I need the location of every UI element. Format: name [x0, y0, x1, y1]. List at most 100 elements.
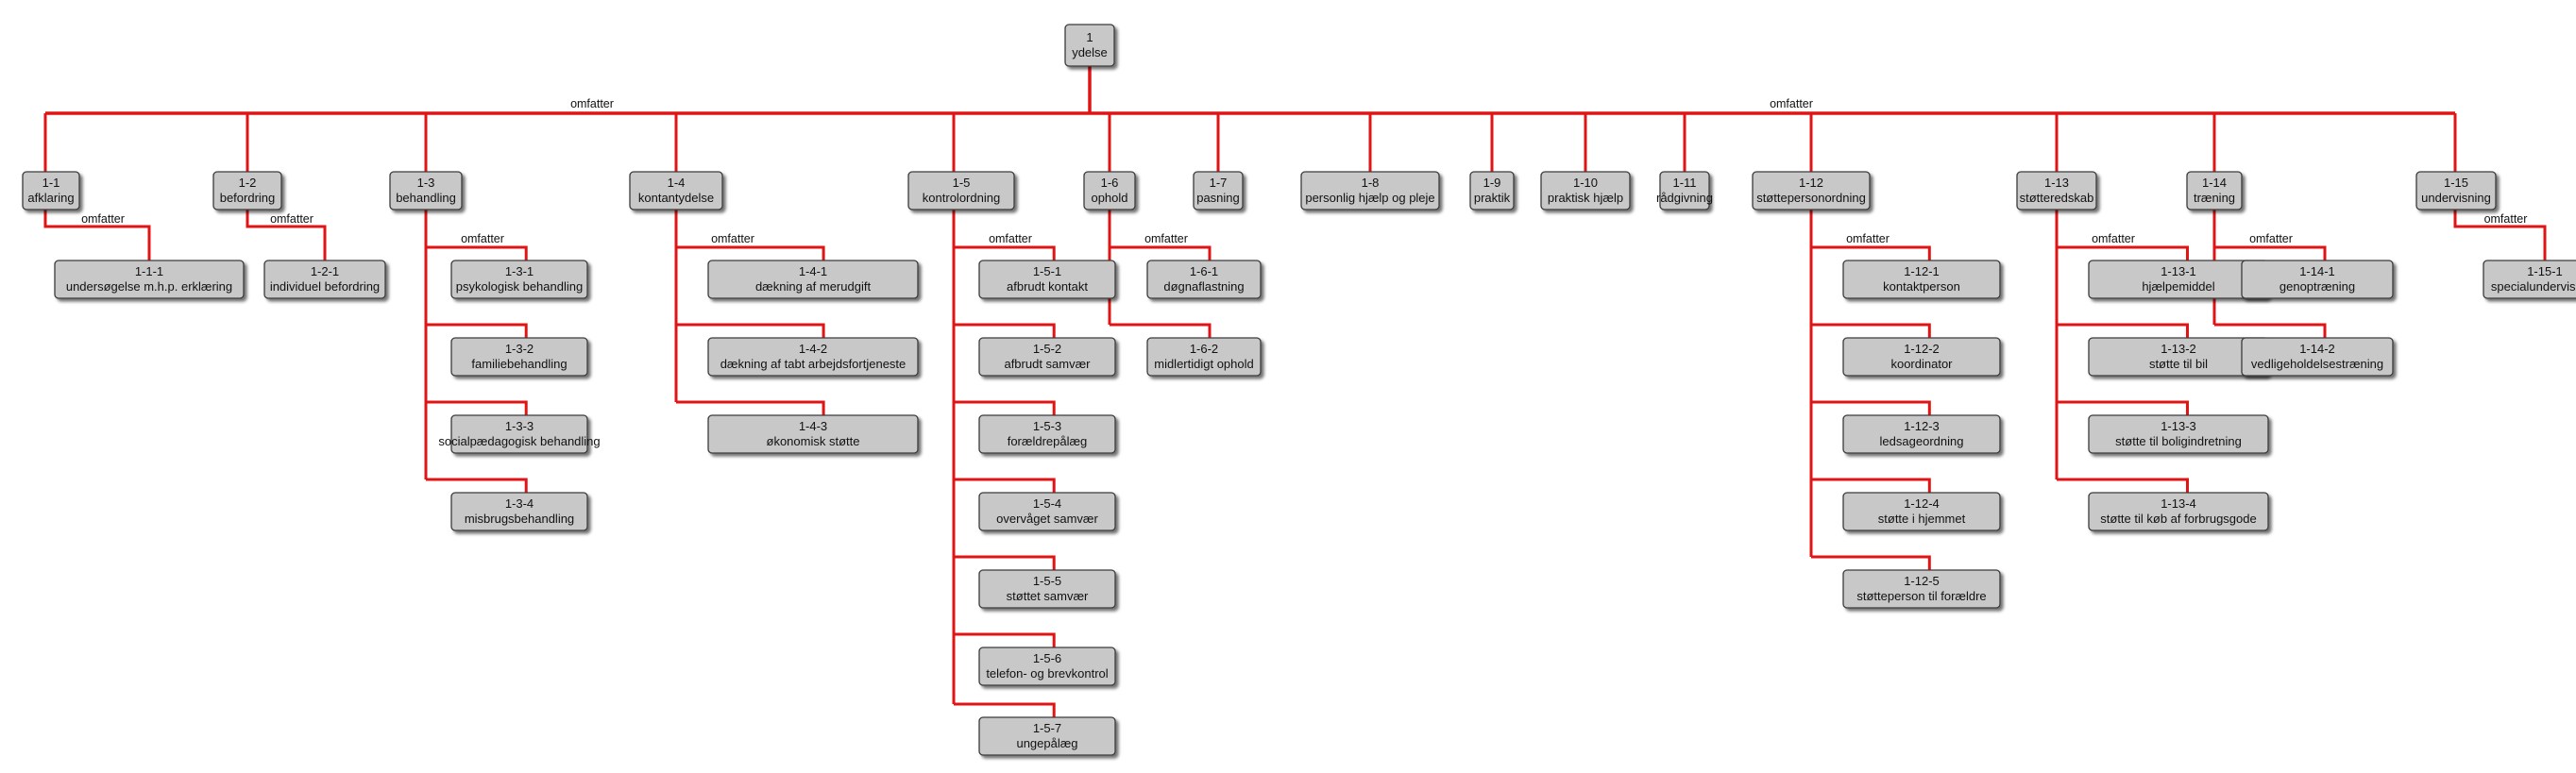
node-1-3-1-box [450, 260, 588, 299]
node-1-2-box [212, 171, 282, 210]
node-1-5-5-label: støttet samvær [1007, 589, 1089, 603]
node-1-10-label: praktisk hjælp [1548, 191, 1623, 205]
node-1-5-7-label: ungepålæg [1016, 736, 1077, 750]
node-1-15-1-id: 1-15-1 [2527, 264, 2563, 278]
edge-1-15-1 [2453, 210, 2547, 260]
bus-label-left: omfatter [570, 97, 614, 110]
edge-label-1-12: omfatter [1846, 232, 1890, 245]
node-1-14-2-box [2241, 337, 2394, 377]
node-1-14-1-label: genoptræning [2279, 279, 2355, 294]
node-1-14-2-label: vedligeholdelsestræning [2251, 357, 2383, 371]
node-1-5-1-box [978, 260, 1116, 299]
node-1-11-label: rådgivning [1656, 191, 1713, 205]
node-1-1-box [22, 171, 80, 210]
node-1-5-4-label: overvåget samvær [996, 512, 1098, 526]
node-1-12-4-label: støtte i hjemmet [1878, 512, 1966, 526]
edge-label-1-4: omfatter [711, 232, 754, 245]
node-1-4-1-label: dækning af merudgift [755, 279, 872, 294]
edge-1-13-3 [2057, 400, 2189, 415]
node-1-13-4-box [2088, 492, 2269, 531]
node-1-4-2-label: dækning af tabt arbejdsfortjeneste [720, 357, 907, 371]
node-1-2-1-box [263, 260, 386, 299]
node-1-10-box [1540, 171, 1631, 210]
node-1-5-6-label: telefon- og brevkontrol [986, 666, 1108, 681]
node-1-5-2-label: afbrudt samvær [1004, 357, 1091, 371]
node-1-15-box [2415, 171, 2497, 210]
bus-label-right: omfatter [1770, 97, 1813, 110]
root-node-id: 1 [1086, 30, 1093, 44]
node-1-1-label: afklaring [27, 191, 74, 205]
node-1-6-id: 1-6 [1101, 176, 1119, 190]
edge-label-1-13: omfatter [2092, 232, 2135, 245]
root-node-box [1064, 24, 1115, 67]
edge-1-4-3 [676, 400, 825, 415]
node-1-3-3-box [450, 414, 588, 454]
edge-1-5-1 [954, 245, 1056, 260]
node-1-12-label: støttepersonordning [1756, 191, 1866, 205]
node-1-5-6-box [978, 647, 1116, 686]
node-1-5-label: kontrolordning [923, 191, 1000, 205]
node-1-5-7-id: 1-5-7 [1033, 721, 1061, 735]
edge-labels-layer: omfatter omfatter omfatter omfatter omfatter… [81, 97, 2527, 245]
node-1-15-1-label: specialundervisning [2491, 279, 2576, 294]
node-1-5-6-id: 1-5-6 [1033, 651, 1061, 665]
node-1-12-id: 1-12 [1799, 176, 1823, 190]
node-1-4-1-id: 1-4-1 [799, 264, 827, 278]
node-1-5-3-box [978, 414, 1116, 454]
node-1-4-id: 1-4 [668, 176, 686, 190]
node-1-3-1-id: 1-3-1 [505, 264, 534, 278]
edge-1-5-4 [954, 478, 1056, 493]
edge-1-5-5 [954, 555, 1056, 570]
node-1-3-3-label: socialpædagogisk behandling [438, 434, 600, 448]
node-1-12-2-label: koordinator [1890, 357, 1953, 371]
edge-label-1-5: omfatter [989, 232, 1032, 245]
edge-1-4-2 [676, 323, 825, 338]
edge-1-4-1 [676, 245, 825, 260]
node-1-5-4-box [978, 492, 1116, 531]
node-1-5-box [907, 171, 1015, 210]
node-1-12-box [1752, 171, 1871, 210]
node-1-14-label: træning [2194, 191, 2235, 205]
node-1-5-5-id: 1-5-5 [1033, 574, 1061, 588]
node-1-15-label: undervisning [2421, 191, 2491, 205]
edge-1-12-4 [1811, 478, 1931, 493]
node-1-4-box [629, 171, 723, 210]
node-1-12-4-box [1842, 492, 2001, 531]
node-1-7-box [1193, 171, 1244, 210]
node-1-3-2-label: familiebehandling [471, 357, 567, 371]
node-1-4-3-label: økonomisk støtte [767, 434, 860, 448]
node-1-1-1-box [54, 260, 245, 299]
node-1-5-7-box [978, 716, 1116, 756]
edge-label-1-6: omfatter [1144, 232, 1188, 245]
node-1-6-2-id: 1-6-2 [1190, 342, 1218, 356]
node-1-13-3-id: 1-13-3 [2161, 419, 2196, 433]
node-1-4-3-box [707, 414, 919, 454]
node-1-12-3-id: 1-12-3 [1904, 419, 1940, 433]
node-1-7-id: 1-7 [1210, 176, 1228, 190]
edge-label-1-1: omfatter [81, 212, 125, 226]
node-1-13-1-label: hjælpemiddel [2142, 279, 2214, 294]
node-1-3-box [389, 171, 463, 210]
edge-1-3-3 [426, 400, 528, 415]
node-1-2-1-id: 1-2-1 [311, 264, 339, 278]
